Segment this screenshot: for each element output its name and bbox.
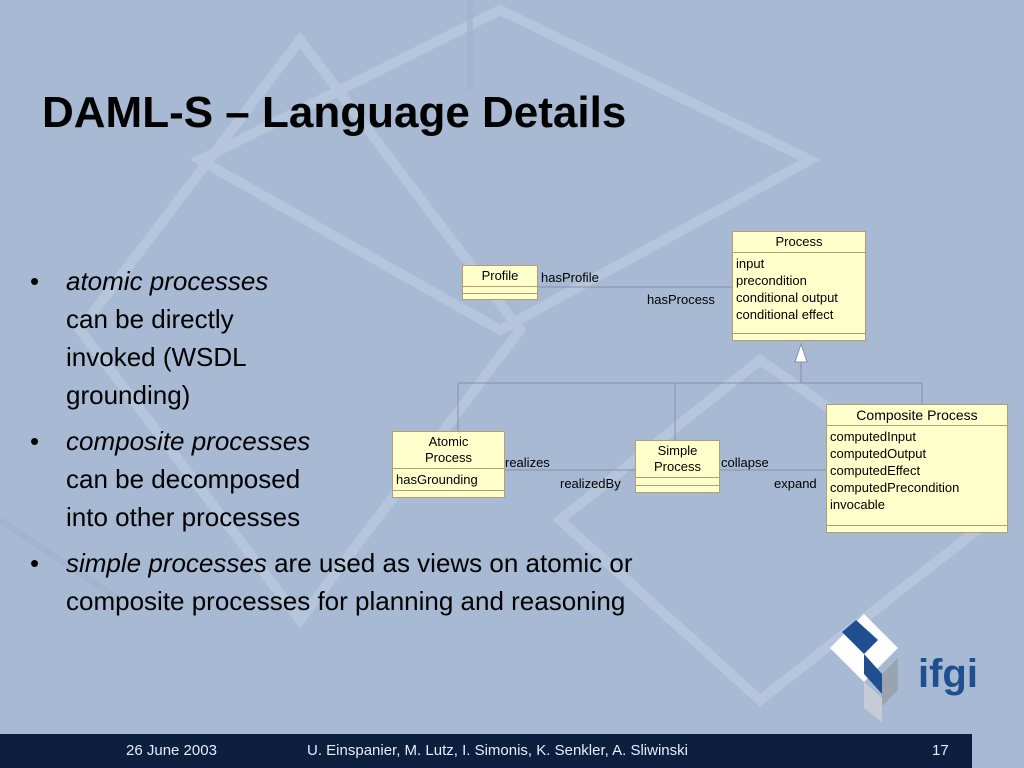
uml-attribute: computedPrecondition [830, 480, 960, 495]
uml-attribute: precondition [736, 273, 807, 288]
bullet-line: into other processes [66, 502, 301, 532]
bullet-line: grounding) [66, 380, 191, 410]
uml-profile: Profile [462, 265, 538, 300]
generalization-arrow-icon [794, 342, 808, 363]
uml-attributes: input precondition conditional output co… [733, 253, 865, 334]
footer-date: 26 June 2003 [126, 742, 217, 759]
uml-attribute: computedEffect [830, 463, 921, 478]
bullet-list: • atomic processes can be directly invok… [30, 262, 790, 628]
label-hasprocess: hasProcess [647, 292, 715, 307]
bullet-line: are used as views on atomic or [266, 548, 633, 578]
label-realizedby: realizedBy [560, 476, 621, 491]
uml-atomic-process: Atomic Process hasGrounding [392, 431, 505, 498]
uml-attribute: computedOutput [830, 446, 927, 461]
uml-process: Process input precondition conditional o… [732, 231, 866, 341]
uml-attribute: invocable [830, 497, 885, 512]
uml-attributes: hasGrounding [393, 469, 504, 491]
footer-page-number: 17 [932, 742, 949, 759]
uml-class-name: Process [733, 232, 865, 253]
bullet-term: simple processes [66, 548, 267, 578]
bullet-line: composite processes for planning and rea… [66, 586, 626, 616]
uml-class-name: Profile [463, 266, 537, 287]
uml-attribute: conditional effect [736, 307, 834, 322]
label-realizes: realizes [505, 455, 550, 470]
label-expand: expand [774, 476, 817, 491]
label-collapse: collapse [721, 455, 769, 470]
bullet-line: invoked (WSDL [66, 342, 247, 372]
ifgi-logo: ifgi [826, 612, 986, 732]
uml-attribute: computedInput [830, 429, 917, 444]
uml-attribute: conditional output [736, 290, 838, 305]
bullet-composite: • composite processes can be decomposed … [30, 422, 790, 536]
bullet-dot-icon: • [30, 266, 40, 296]
uml-class-name: Simple Process [636, 441, 719, 478]
bullet-simple: • simple processes are used as views on … [30, 544, 790, 620]
uml-composite-process: Composite Process computedInput computed… [826, 404, 1008, 533]
uml-class-name: Composite Process [827, 405, 1007, 426]
bullet-term: atomic processes [66, 266, 269, 296]
uml-attribute: hasGrounding [396, 472, 478, 487]
label-hasprofile: hasProfile [541, 270, 599, 285]
logo-cube-icon [830, 614, 898, 722]
uml-class-name: Atomic Process [393, 432, 504, 469]
footer-authors: U. Einspanier, M. Lutz, I. Simonis, K. S… [307, 742, 688, 759]
uml-attribute: input [736, 256, 765, 271]
bullet-dot-icon: • [30, 426, 40, 456]
bullet-dot-icon: • [30, 548, 40, 578]
bullet-line: can be directly [66, 304, 234, 334]
footer-bar: 26 June 2003 U. Einspanier, M. Lutz, I. … [0, 734, 972, 768]
uml-attributes: computedInput computedOutput computedEff… [827, 426, 1007, 526]
bullet-line: can be decomposed [66, 464, 301, 494]
slide-title: DAML-S – Language Details [42, 88, 627, 137]
bullet-atomic: • atomic processes can be directly invok… [30, 262, 790, 414]
uml-simple-process: Simple Process [635, 440, 720, 493]
logo-text: ifgi [918, 652, 978, 696]
bullet-term: composite processes [66, 426, 311, 456]
